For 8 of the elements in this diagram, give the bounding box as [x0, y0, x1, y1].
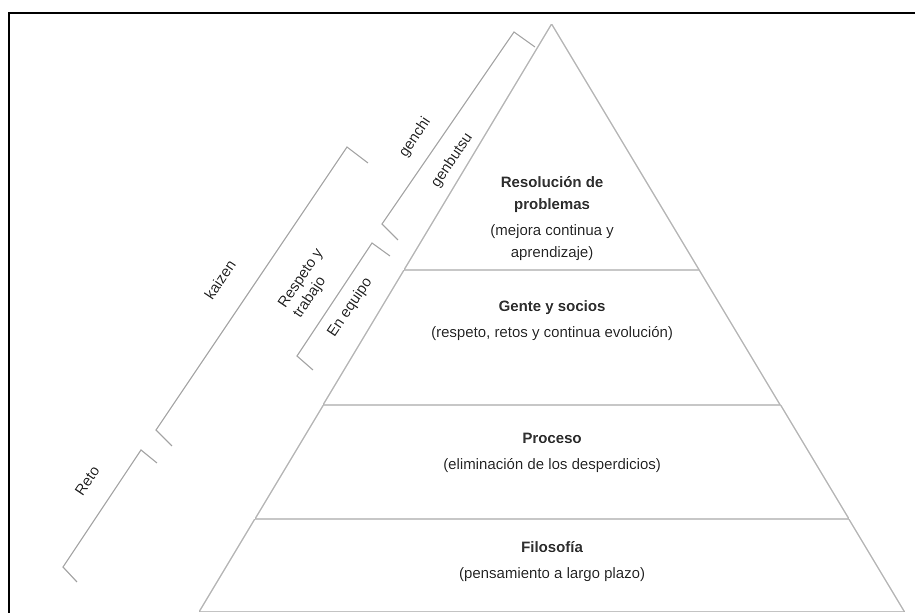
- level-heading: Gente y socios: [498, 297, 606, 317]
- level-description: (eliminación de los desperdicios): [443, 455, 661, 475]
- level-description: (mejora continua y aprendizaje): [489, 221, 615, 263]
- level-description: (respeto, retos y continua evolución): [431, 323, 673, 343]
- level-description: (pensamiento a largo plazo): [459, 564, 645, 584]
- level-heading: Proceso: [522, 429, 582, 449]
- level-heading: Resolución de problemas: [500, 173, 604, 215]
- level-heading: Filosofía: [521, 538, 583, 558]
